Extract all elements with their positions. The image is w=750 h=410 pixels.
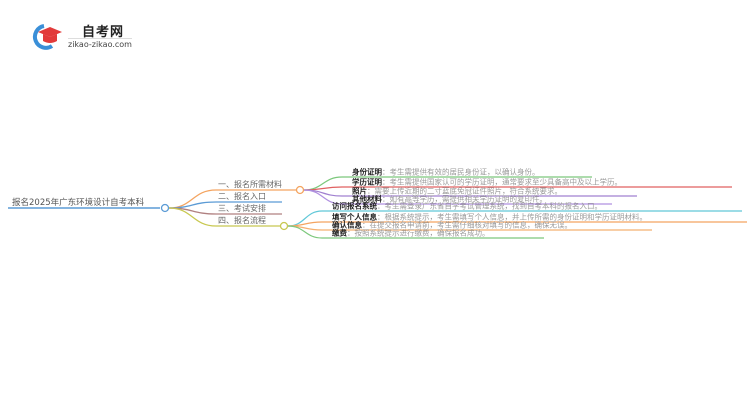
branch-node[interactable]: 二、报名入口 xyxy=(218,191,266,201)
leaf-text: ：在提交报名申请前，考生需仔细核对填写的信息，确保无误。 xyxy=(362,220,572,230)
branch-node[interactable]: 四、报名流程 xyxy=(218,215,266,225)
leaf-connector xyxy=(287,221,323,227)
leaf-node[interactable]: 缴费：按照系统提示进行缴费，确保报名成功。 xyxy=(332,228,490,238)
leaf-key: 确认信息 xyxy=(332,220,362,230)
leaf-node[interactable]: 学历证明：考生需提供国家认可的学历证明，通常要求至少具备高中及以上学历。 xyxy=(352,177,622,187)
leaf-node[interactable]: 访问报名系统：考生需登录广东省自学考试管理系统，找到自考本科的报名入口。 xyxy=(332,201,602,211)
branch-collapse-handle xyxy=(295,185,305,195)
leaf-text: ：按照系统提示进行缴费，确保报名成功。 xyxy=(347,228,490,238)
root-node[interactable]: 报名2025年广东环境设计自考本科 xyxy=(12,197,145,208)
leaf-text: ：考生需提供国家认可的学历证明，通常要求至少具备高中及以上学历。 xyxy=(382,177,622,187)
root-collapse-handle xyxy=(160,203,170,213)
logo-url: zikao-zikao.com xyxy=(68,38,132,49)
leaf-text: ：如有高等学历，需提供相关学历证明的复印件。 xyxy=(382,194,547,204)
logo-title: 自考网 xyxy=(82,25,125,40)
leaf-key: 访问报名系统 xyxy=(332,201,377,211)
leaf-key: 学历证明 xyxy=(352,177,382,187)
branch-node[interactable]: 三、考试安排 xyxy=(218,203,266,213)
leaf-key: 身份证明 xyxy=(352,167,382,177)
branch-connector xyxy=(168,207,217,227)
leaf-key: 填写个人信息 xyxy=(332,212,377,222)
branch-connector xyxy=(168,201,217,209)
leaf-connector xyxy=(303,186,343,191)
leaf-connector xyxy=(287,225,323,239)
leaf-key: 照片 xyxy=(352,186,367,196)
leaf-text: ：根据系统提示，考生需填写个人信息，并上传所需的身份证明和学历证明材料。 xyxy=(377,212,647,222)
leaf-text: ：需要上传近期的二寸蓝底免冠证件照片，符合系统要求。 xyxy=(367,186,562,196)
logo-icon xyxy=(32,24,62,50)
leaf-text: ：考生需登录广东省自学考试管理系统，找到自考本科的报名入口。 xyxy=(377,201,602,211)
leaf-node[interactable]: 身份证明：考生需提供有效的居民身份证，以确认身份。 xyxy=(352,167,540,177)
leaf-text: ：考生需提供有效的居民身份证，以确认身份。 xyxy=(382,167,540,177)
leaf-node[interactable]: 确认信息：在提交报名申请前，考生需仔细核对填写的信息，确保无误。 xyxy=(332,220,572,230)
leaf-connector xyxy=(303,189,343,205)
leaf-key: 缴费 xyxy=(332,228,347,238)
branch-collapse-handle xyxy=(279,221,289,231)
branch-node[interactable]: 一、报名所需材料 xyxy=(218,179,282,189)
leaf-node[interactable]: 填写个人信息：根据系统提示，考生需填写个人信息，并上传所需的身份证明和学历证明材… xyxy=(332,212,647,222)
leaf-node[interactable]: 照片：需要上传近期的二寸蓝底免冠证件照片，符合系统要求。 xyxy=(352,186,562,196)
leaf-key: 其他材料 xyxy=(352,194,382,204)
leaf-node[interactable]: 其他材料：如有高等学历，需提供相关学历证明的复印件。 xyxy=(352,194,547,204)
